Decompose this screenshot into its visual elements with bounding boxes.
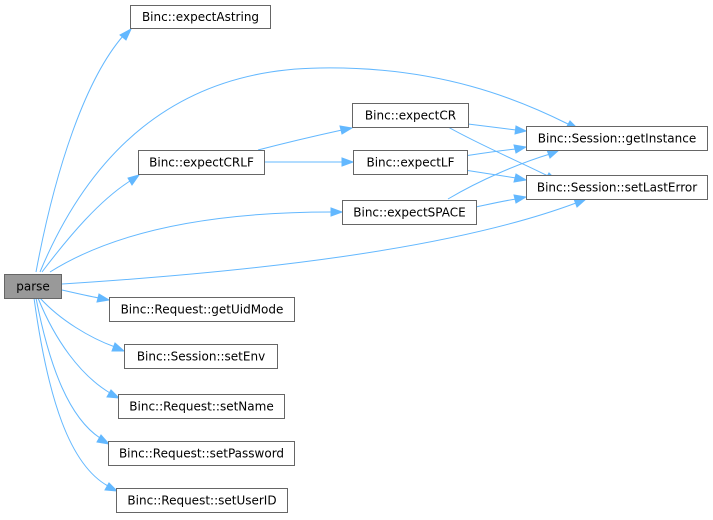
node-label: Binc::Request::setPassword [119,447,284,461]
arrowhead [111,342,126,352]
nodes: parse Binc::expectAstring Binc::expectCR… [4,5,708,513]
node-label: Binc::expectAstring [142,10,259,24]
node-label: Binc::Request::setName [129,400,273,414]
arrowhead [119,27,133,41]
node-label: Binc::expectCRLF [149,156,254,170]
edge-expectCR-setLastError [447,126,549,177]
node-expectCR[interactable]: Binc::expectCR [352,103,469,128]
edge-parse-setPassword [35,297,101,439]
node-expectLF[interactable]: Binc::expectLF [353,150,468,175]
arrowhead [341,157,355,167]
arrowhead [96,434,111,445]
node-label: Binc::Session::getInstance [538,132,696,146]
arrowhead [96,293,111,303]
edge-parse-getInstance [39,67,569,273]
edge-parse-setUserID [33,297,109,487]
node-setUserID[interactable]: Binc::Request::setUserID [116,488,288,513]
arrowhead [330,207,344,217]
edge-parse-setEnv [39,297,116,348]
edge-expectSPACE-getInstance [447,153,551,200]
edge-parse-expectSPACE [49,211,333,273]
edge-expectCR-getInstance [467,123,517,131]
node-label: Binc::Request::setUserID [127,494,276,508]
edge-expectSPACE-setLastError [475,198,517,208]
edges [33,27,588,492]
edge-parse-expectCRLF [41,180,131,273]
node-setName[interactable]: Binc::Request::setName [118,394,285,419]
arrowhead [513,173,528,183]
arrowhead [514,125,528,135]
edge-parse-getUidMode [61,289,100,299]
edge-parse-expectAstring [35,35,124,273]
edge-parse-setName [37,297,111,394]
node-label: parse [16,280,50,294]
node-label: Binc::expectCR [365,109,456,123]
arrowhead [573,198,588,208]
arrowhead [546,149,561,159]
arrowhead [339,125,354,135]
node-setLastError[interactable]: Binc::Session::setLastError [526,175,708,200]
node-setPassword[interactable]: Binc::Request::setPassword [108,441,295,466]
node-label: Binc::Request::getUidMode [121,303,284,317]
node-label: Binc::Session::setEnv [137,350,265,364]
node-label: Binc::expectLF [366,156,454,170]
arrowhead [104,482,119,492]
arrowhead [513,194,528,204]
arrowhead [106,389,121,399]
node-label: Binc::Session::setLastError [537,181,697,195]
edge-parse-setLastError [61,202,577,285]
node-expectSPACE[interactable]: Binc::expectSPACE [342,200,477,225]
arrowhead [127,174,141,186]
node-expectCRLF[interactable]: Binc::expectCRLF [138,150,265,175]
node-expectAstring[interactable]: Binc::expectAstring [130,5,271,29]
edge-expectCRLF-expectCR [257,129,343,151]
node-getInstance[interactable]: Binc::Session::getInstance [526,126,708,151]
arrowhead [513,144,528,154]
node-parse[interactable]: parse [4,274,62,299]
node-label: Binc::expectSPACE [353,206,465,220]
node-getUidMode[interactable]: Binc::Request::getUidMode [109,297,295,322]
node-setEnv[interactable]: Binc::Session::setEnv [124,344,278,369]
